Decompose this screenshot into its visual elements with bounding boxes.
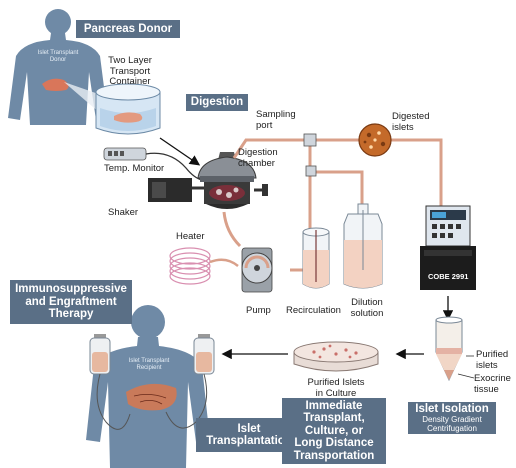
- arrow-container-to-chamber: [159, 137, 201, 166]
- dilution-solution-label: Dilution solution: [346, 297, 388, 319]
- transplantation-text-2: Transplantation: [206, 435, 292, 447]
- dilution-label-1: Dilution: [351, 297, 383, 308]
- transport-container-label: Two Layer Transport Container: [100, 55, 160, 88]
- temp-monitor-label: Temp. Monitor: [104, 163, 165, 174]
- immuno-text-1: Immunosuppressive: [15, 283, 127, 296]
- transplantation-text-1: Islet: [237, 422, 261, 435]
- immediate-text-5: Transportation: [293, 449, 375, 462]
- recirculation-cylinder: [302, 227, 330, 289]
- exocrine-label-2: tissue: [474, 383, 499, 395]
- shaker-unit: [148, 178, 204, 202]
- donor-body-text-1: Islet Transplant: [37, 50, 79, 56]
- heater-coil: [169, 247, 239, 285]
- purified-islets-culture-label: Purified Islets in Culture: [298, 377, 374, 399]
- recirculation-label: Recirculation: [286, 305, 341, 316]
- exocrine-tissue-label: Exocrine tissue: [474, 373, 511, 395]
- iv-bag-right: [165, 334, 215, 429]
- donor-body-label: Islet Transplant Donor: [34, 50, 82, 63]
- pancreas-donor-text: Pancreas Donor: [83, 22, 173, 35]
- sampling-port-label: Sampling port: [256, 109, 296, 131]
- immediate-text-3: Culture, or: [304, 424, 364, 437]
- purified-islets-label: Purified islets: [476, 349, 509, 371]
- chamber-label-2: chamber: [238, 157, 275, 169]
- sampling-port: [303, 133, 317, 147]
- immunosuppressive-therapy-label: Immunosuppressive and Engraftment Therap…: [10, 280, 132, 324]
- digested-islets-label: Digested islets: [392, 111, 430, 133]
- purified-label-2: islets: [476, 359, 498, 371]
- pump: [241, 247, 273, 293]
- donor-body-text-2: Donor: [49, 56, 67, 63]
- dilution-bottle: [343, 203, 383, 289]
- immuno-text-3: Therapy: [48, 308, 94, 321]
- islet-isolation-label: Islet Isolation Density Gradient Centrif…: [408, 402, 496, 434]
- recipient-body-text-2: Recipient: [136, 364, 162, 371]
- transport-container: [95, 83, 161, 135]
- temperature-monitor: [103, 147, 203, 181]
- digested-label-2: islets: [392, 121, 414, 133]
- digested-label-1: Digested: [392, 111, 430, 122]
- centrifuge-tube: [435, 316, 475, 382]
- immediate-text-4: Long Distance: [294, 437, 374, 450]
- recipient-liver: [126, 383, 177, 411]
- exocrine-label-1: Exocrine: [474, 373, 511, 384]
- shaker-label: Shaker: [108, 207, 139, 218]
- pump-label: Pump: [246, 305, 271, 316]
- digestion-chamber-label: Digestion chamber: [238, 147, 278, 169]
- tube-valve: [305, 165, 317, 177]
- pancreas-donor-label: Pancreas Donor: [76, 20, 180, 38]
- heater-label: Heater: [176, 231, 205, 242]
- transport-label-1: Two Layer: [108, 55, 152, 66]
- digestion-text: Digestion: [190, 96, 244, 109]
- culture-label-1: Purified Islets: [307, 377, 365, 388]
- chamber-label-1: Digestion: [238, 147, 278, 158]
- purified-label-1: Purified: [476, 349, 509, 360]
- cobe-machine-label: COBE 2991: [428, 272, 469, 281]
- iv-bag-left: [89, 334, 131, 430]
- digestion-chamber: [197, 152, 268, 209]
- immuno-text-2: and Engraftment: [25, 295, 117, 308]
- density-text-2: Centrifugation: [427, 424, 477, 434]
- recipient-body-text-1: Islet Transplant: [128, 358, 170, 364]
- immediate-text-2: Transplant,: [303, 412, 365, 425]
- dilution-label-2: solution: [350, 307, 384, 319]
- islet-isolation-text: Islet Isolation: [415, 402, 489, 415]
- sampling-label-2: port: [256, 119, 273, 131]
- immediate-transplant-label: Immediate Transplant, Culture, or Long D…: [282, 398, 386, 464]
- immediate-text-1: Immediate: [305, 399, 363, 412]
- sampling-label-1: Sampling: [256, 109, 296, 120]
- culture-label-2: in Culture: [315, 387, 357, 399]
- digestion-label: Digestion: [186, 94, 248, 111]
- transport-label-3: Container: [109, 76, 151, 87]
- transport-label-2: Transport: [109, 65, 151, 77]
- cobe-2991-machine: [420, 205, 476, 290]
- culture-dish: [293, 341, 379, 372]
- density-text-1: Density Gradient: [422, 415, 482, 425]
- digested-islets-dish: [358, 123, 392, 157]
- donor-pancreas: [42, 78, 69, 91]
- recipient-body-label: Islet Transplant Recipient: [122, 358, 176, 371]
